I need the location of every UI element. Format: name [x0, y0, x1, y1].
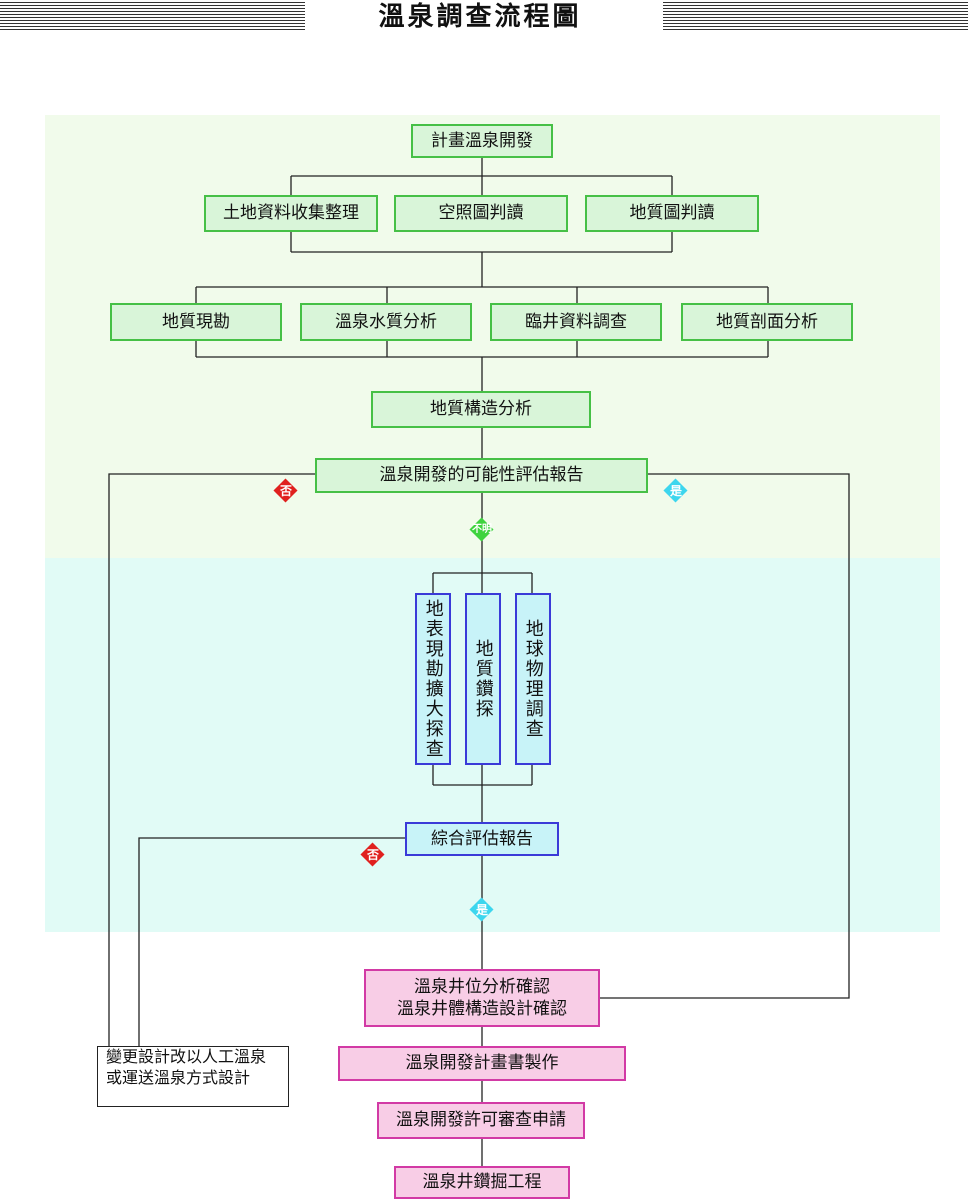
- node-comprehensive-report: 綜合評估報告: [405, 822, 559, 856]
- node-geological-map-interpretation: 地質圖判讀: [585, 195, 759, 232]
- node-well-drilling-works: 溫泉井鑽掘工程: [394, 1166, 570, 1199]
- decision-yes-comprehensive: 是: [469, 897, 494, 922]
- no-label: 否: [366, 848, 379, 862]
- node-development-plan-book: 溫泉開發計畫書製作: [338, 1046, 626, 1081]
- decision-unclear: 不明: [469, 517, 494, 542]
- alt-design-line-1: 變更設計改以人工溫泉: [106, 1047, 267, 1066]
- decision-yes-feasibility: 是: [663, 478, 688, 503]
- page-title: 溫泉調查流程圖: [378, 2, 582, 32]
- node-geological-section-analysis: 地質剖面分析: [681, 303, 853, 341]
- node-aerial-photo-interpretation: 空照圖判讀: [394, 195, 568, 232]
- header-rule-left: [0, 2, 305, 32]
- well-position-line-2: 溫泉井體構造設計確認: [397, 999, 567, 1019]
- node-geophysical-survey: 地球物理調查: [515, 593, 551, 765]
- node-well-position-confirmation: 溫泉井位分析確認 溫泉井體構造設計確認: [364, 969, 600, 1027]
- unclear-label: 不明: [472, 524, 492, 535]
- yes-label: 是: [475, 903, 488, 917]
- node-land-data-collection: 土地資料收集整理: [204, 195, 378, 232]
- alt-design-line-2: 或運送溫泉方式設計: [106, 1067, 251, 1087]
- node-surface-survey-expansion: 地表現勘擴大探查: [415, 593, 451, 765]
- node-geological-structure-analysis: 地質構造分析: [371, 391, 591, 428]
- node-plan-development: 計畫溫泉開發: [411, 124, 553, 158]
- decision-no-comprehensive: 否: [360, 842, 385, 867]
- well-position-line-1: 溫泉井位分析確認: [414, 976, 550, 997]
- node-water-quality-analysis: 溫泉水質分析: [300, 303, 472, 341]
- node-geological-field-survey: 地質現勘: [110, 303, 282, 341]
- node-geological-drilling: 地質鑽探: [465, 593, 501, 765]
- yes-label: 是: [669, 484, 682, 498]
- header-rule-right: [663, 2, 968, 32]
- node-alternative-design: 變更設計改以人工溫泉 或運送溫泉方式設計: [97, 1046, 289, 1107]
- decision-no-feasibility: 否: [273, 478, 298, 503]
- node-permit-application: 溫泉開發許可審查申請: [377, 1102, 585, 1139]
- node-nearby-well-investigation: 臨井資料調查: [490, 303, 662, 341]
- node-feasibility-report: 溫泉開發的可能性評估報告: [315, 458, 648, 493]
- no-label: 否: [279, 484, 292, 498]
